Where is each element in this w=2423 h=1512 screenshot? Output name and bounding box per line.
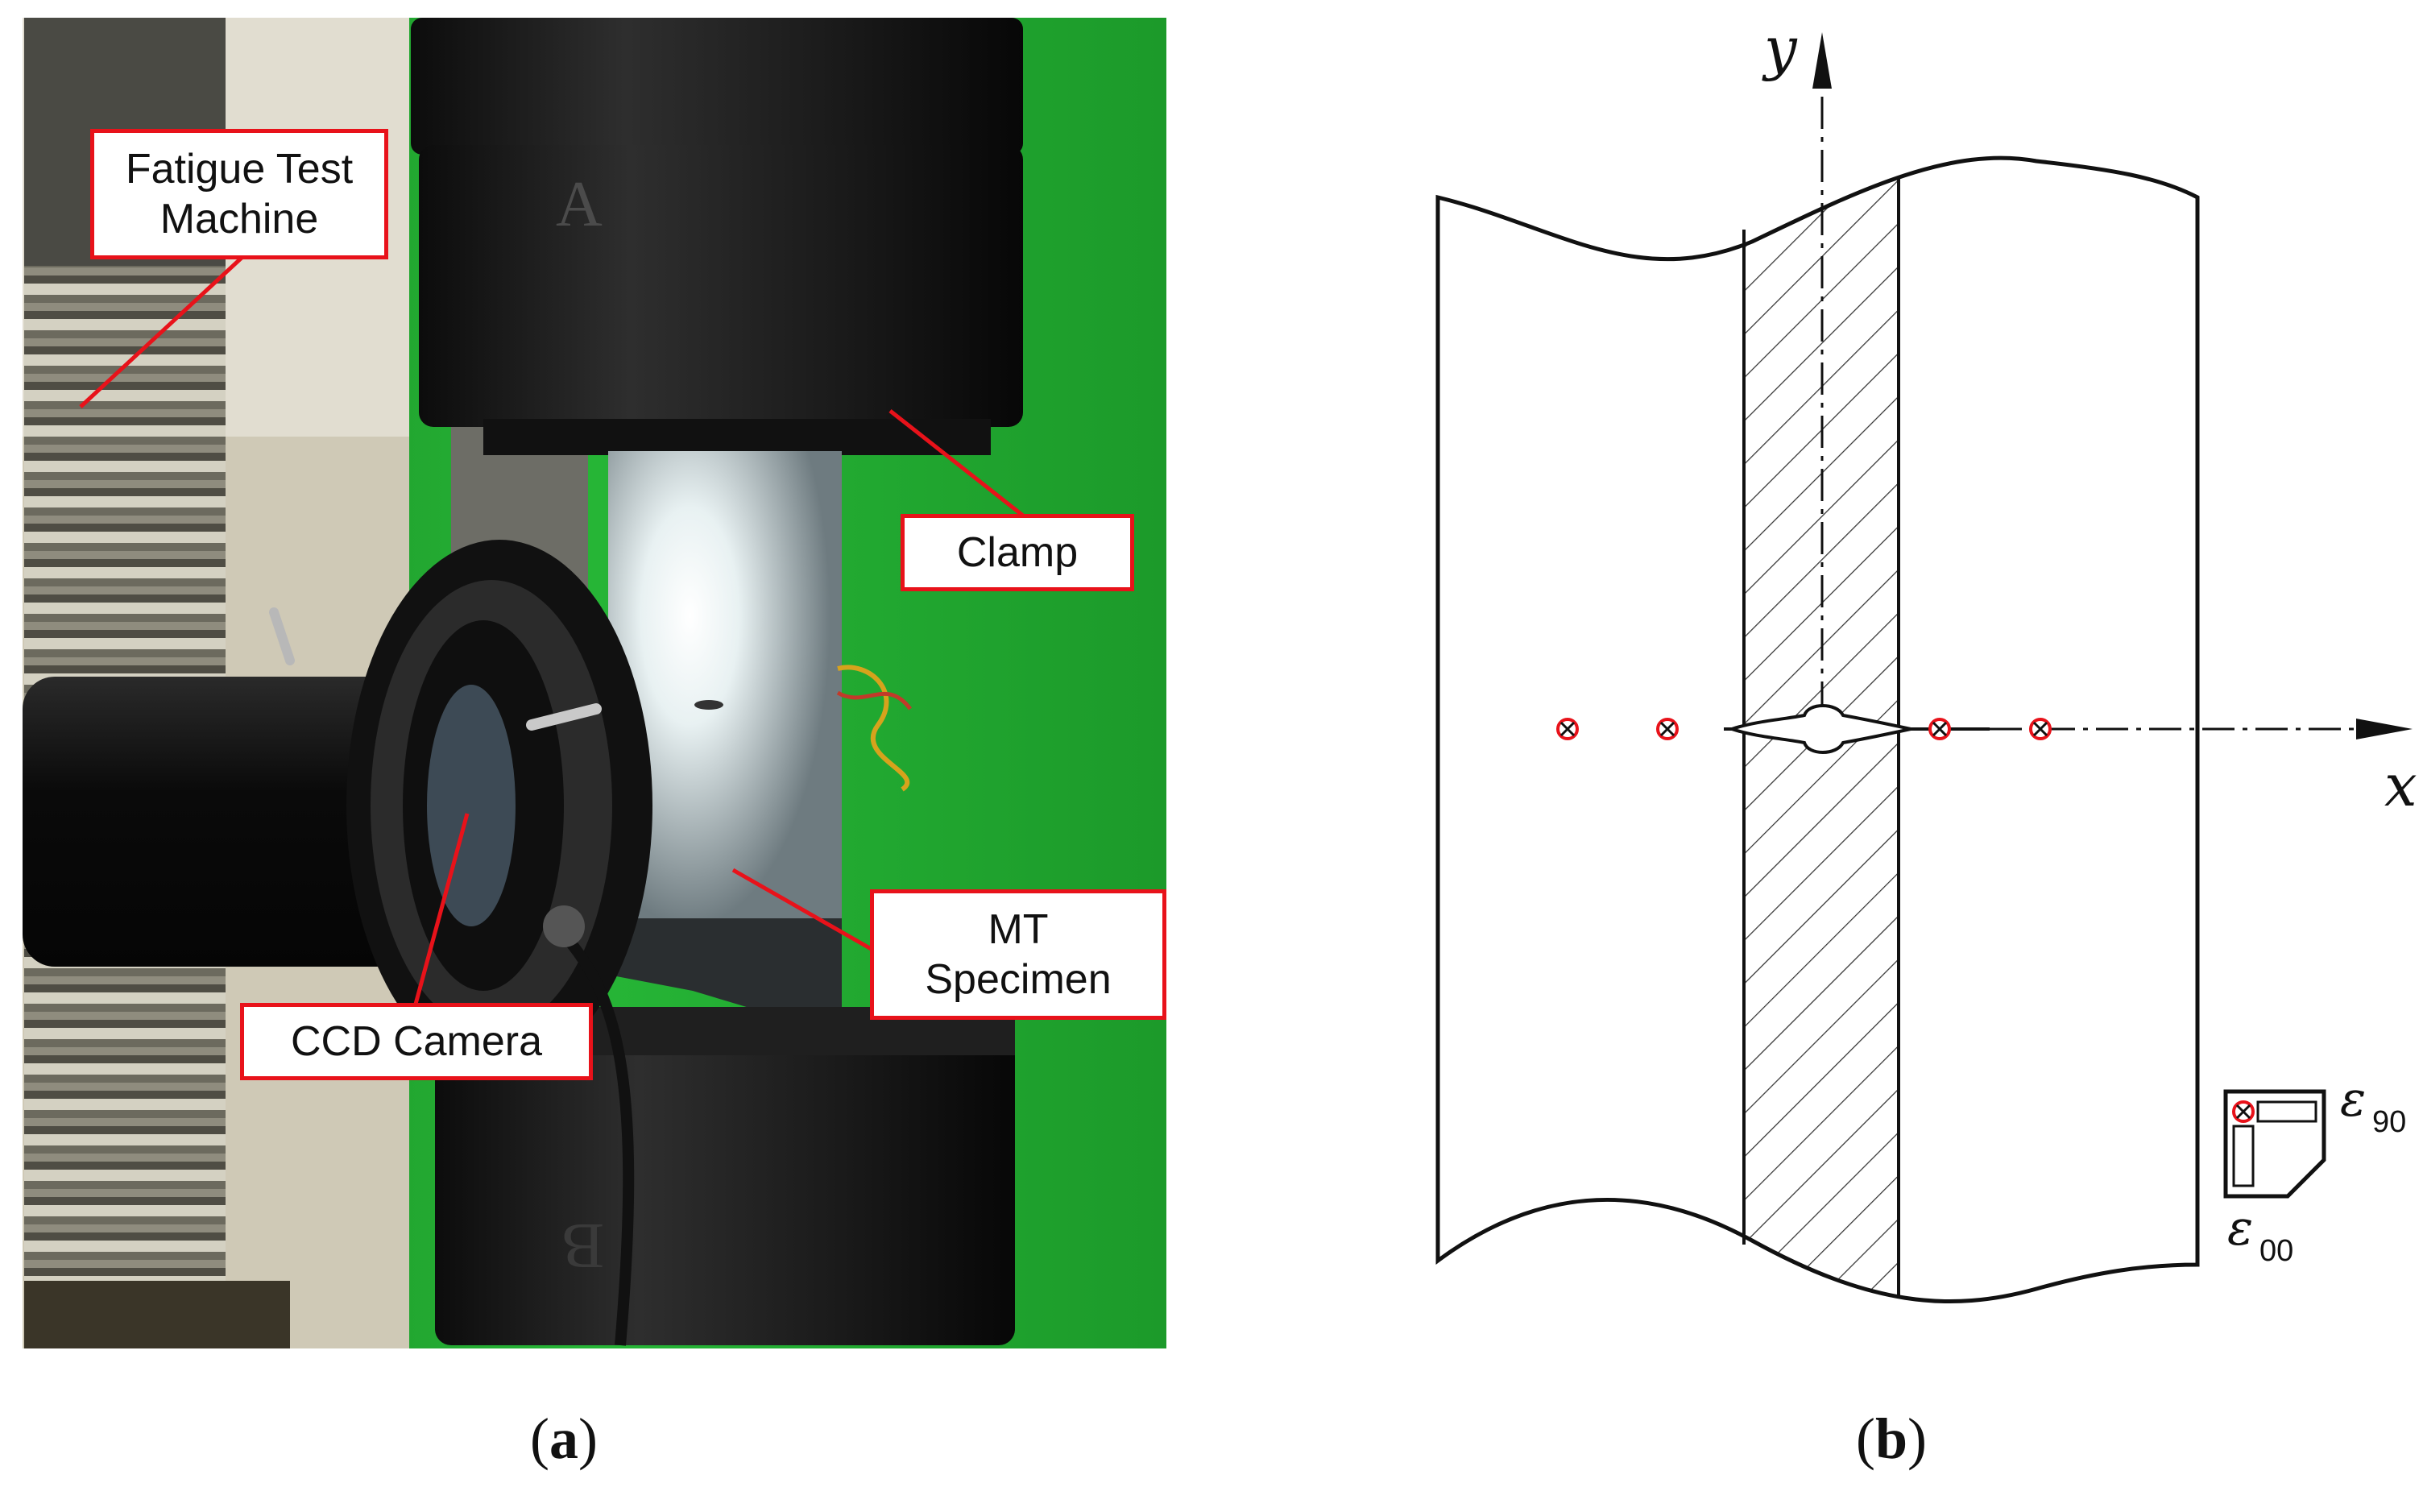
x-axis-arrow xyxy=(2356,719,2413,739)
strain-gauge-rosette xyxy=(2223,1089,2326,1199)
epsilon-00-subscript: 00 xyxy=(2259,1234,2293,1268)
specimen-plate xyxy=(608,451,842,967)
leader-clamp xyxy=(888,409,1025,517)
callout-specimen-line2: Specimen xyxy=(925,956,1112,1003)
callout-fatigue-line2: Machine xyxy=(159,196,319,242)
measurement-point-2 xyxy=(1656,718,1679,740)
callout-ccd-text: CCD Camera xyxy=(290,1018,543,1065)
measurement-point-4 xyxy=(2029,718,2052,740)
panel-a-letter: a xyxy=(549,1406,578,1471)
panel-a-open: ( xyxy=(530,1406,549,1471)
clamp-letter-a: A xyxy=(556,169,603,240)
x-axis-label: x xyxy=(2384,752,2417,819)
callout-clamp: Clamp xyxy=(901,514,1134,591)
measurement-point-3 xyxy=(1928,718,1951,740)
epsilon-90-subscript: 90 xyxy=(2372,1105,2406,1139)
panel-b-open: ( xyxy=(1856,1406,1875,1471)
plate-outline xyxy=(1435,155,2200,1304)
measurement-point-1 xyxy=(1556,718,1579,740)
panel-a-close: ) xyxy=(578,1406,598,1471)
leader-specimen xyxy=(731,868,876,953)
leader-fatigue-machine xyxy=(79,256,243,408)
y-axis-label: y xyxy=(1762,14,1798,82)
clamp-a xyxy=(419,145,1023,427)
epsilon-90-symbol: ε xyxy=(2340,1071,2366,1128)
epsilon-00-symbol: ε xyxy=(2227,1200,2253,1257)
panel-b-letter: b xyxy=(1874,1406,1908,1471)
clamp-letter-b: B xyxy=(561,1210,604,1281)
clamp-b xyxy=(435,1007,1015,1345)
callout-ccd-camera: CCD Camera xyxy=(240,1003,593,1080)
panel-b-label: (b) xyxy=(1856,1406,1927,1473)
crack-notch xyxy=(1726,704,1911,754)
panel-a-label: (a) xyxy=(530,1406,598,1473)
y-axis-arrow xyxy=(1812,32,1832,89)
callout-specimen-line1: MT xyxy=(988,906,1049,953)
panel-b-close: ) xyxy=(1907,1406,1928,1471)
callout-fatigue-line1: Fatigue Test xyxy=(125,146,354,193)
callout-mt-specimen: MT Specimen xyxy=(870,889,1166,1020)
callout-clamp-text: Clamp xyxy=(956,529,1079,576)
callout-fatigue-test-machine: Fatigue Test Machine xyxy=(90,129,388,259)
leader-ccd-camera xyxy=(412,813,470,1008)
clamp-a-top xyxy=(411,18,1023,155)
